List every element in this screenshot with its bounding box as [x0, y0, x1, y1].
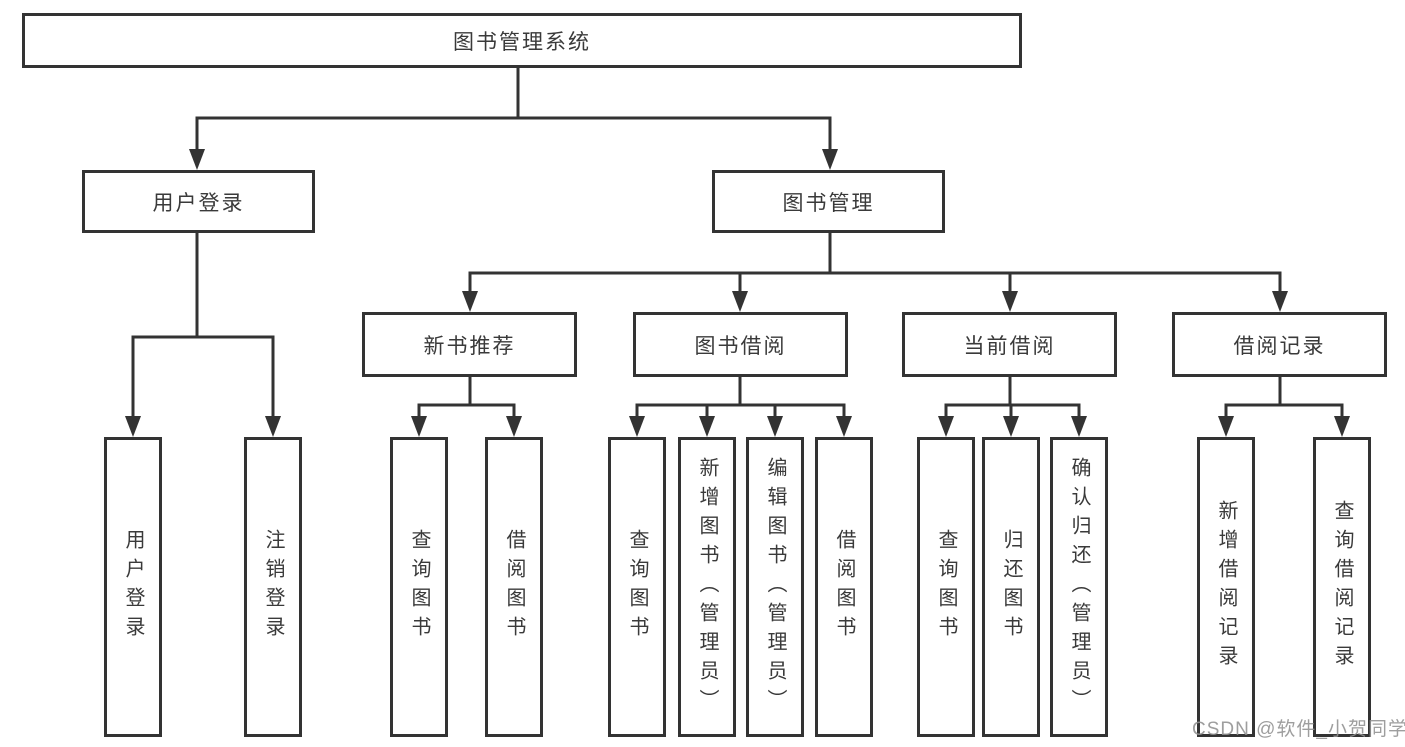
node-new-book-recommend-label: 新书推荐	[423, 334, 516, 358]
leaf-query-borrow-record-label: 查询借阅记录	[1331, 500, 1353, 674]
leaf-return-books: 归还图书	[982, 437, 1040, 737]
csdn-watermark: CSDN @软件_小贺同学	[1192, 719, 1405, 740]
leaf-add-books-admin: 新增图书（管理员）	[678, 437, 736, 737]
leaf-query-books-current: 查询图书	[917, 437, 975, 737]
leaf-edit-books-admin: 编辑图书（管理员）	[746, 437, 804, 737]
leaf-borrow-books: 借阅图书	[815, 437, 873, 737]
node-current-borrow-label: 当前借阅	[963, 334, 1056, 358]
leaf-query-borrow-record: 查询借阅记录	[1313, 437, 1371, 737]
node-book-management: 图书管理	[712, 170, 945, 233]
leaf-logout-login-label: 注销登录	[262, 529, 284, 645]
leaf-query-books-recommend-label: 查询图书	[408, 529, 430, 645]
node-root: 图书管理系统	[22, 13, 1022, 68]
node-current-borrow: 当前借阅	[902, 312, 1117, 377]
leaf-add-borrow-record-label: 新增借阅记录	[1215, 500, 1237, 674]
node-root-label: 图书管理系统	[453, 30, 591, 54]
leaf-add-books-admin-label: 新增图书（管理员）	[696, 456, 718, 718]
node-user-login: 用户登录	[82, 170, 315, 233]
leaf-query-books-current-label: 查询图书	[935, 529, 957, 645]
leaf-user-login-label: 用户登录	[122, 529, 144, 645]
node-borrow-records: 借阅记录	[1172, 312, 1387, 377]
leaf-return-books-label: 归还图书	[1000, 529, 1022, 645]
leaf-borrow-books-label: 借阅图书	[833, 529, 855, 645]
node-book-management-label: 图书管理	[782, 191, 875, 215]
leaf-query-books-borrow-label: 查询图书	[626, 529, 648, 645]
arrowheads	[125, 149, 1350, 437]
node-borrow-records-label: 借阅记录	[1233, 334, 1326, 358]
leaf-borrow-books-recommend: 借阅图书	[485, 437, 543, 737]
leaf-confirm-return-admin: 确认归还（管理员）	[1050, 437, 1108, 737]
node-user-login-label: 用户登录	[152, 191, 245, 215]
node-book-borrow: 图书借阅	[633, 312, 848, 377]
leaf-query-books-borrow: 查询图书	[608, 437, 666, 737]
leaf-logout-login: 注销登录	[244, 437, 302, 737]
node-new-book-recommend: 新书推荐	[362, 312, 577, 377]
leaf-query-books-recommend: 查询图书	[390, 437, 448, 737]
leaf-edit-books-admin-label: 编辑图书（管理员）	[764, 456, 786, 718]
leaf-borrow-books-recommend-label: 借阅图书	[503, 529, 525, 645]
leaf-confirm-return-admin-label: 确认归还（管理员）	[1068, 456, 1090, 718]
node-book-borrow-label: 图书借阅	[694, 334, 787, 358]
leaf-add-borrow-record: 新增借阅记录	[1197, 437, 1255, 737]
leaf-user-login: 用户登录	[104, 437, 162, 737]
